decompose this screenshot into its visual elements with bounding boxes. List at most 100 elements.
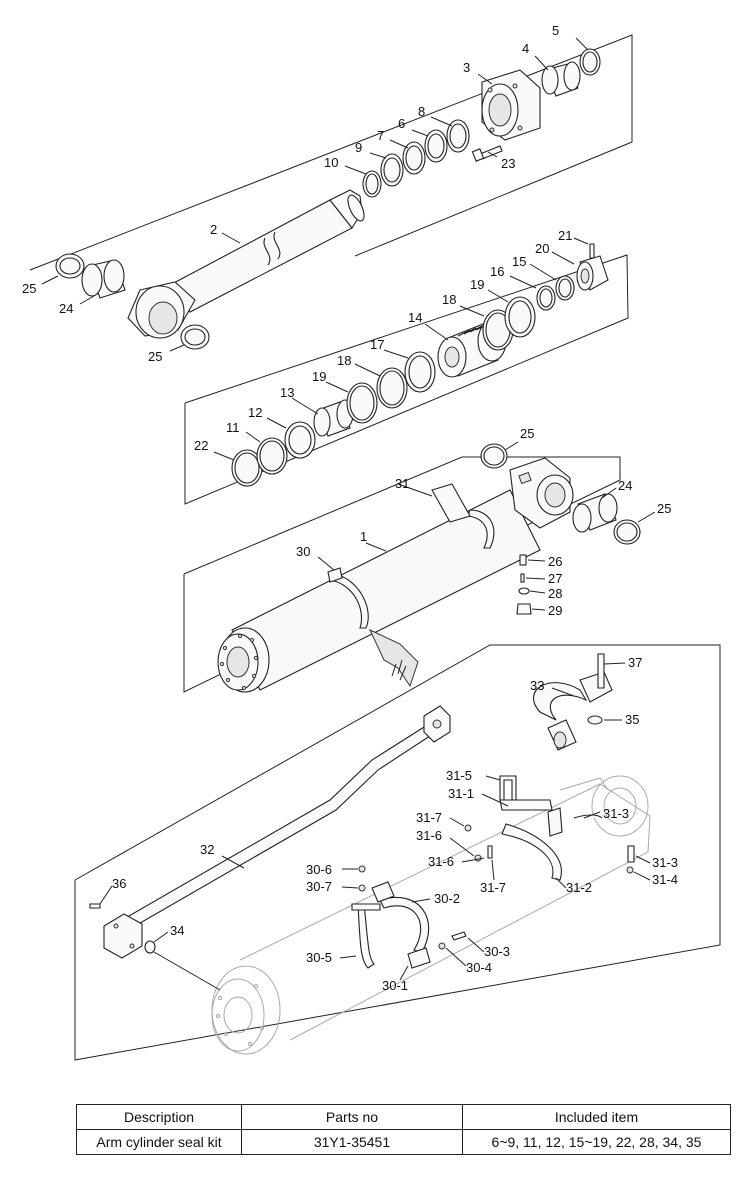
callout-30: 30 [296,544,310,559]
steel-pipe [121,705,451,931]
cell-included-item: 6~9, 11, 12, 15~19, 22, 28, 34, 35 [462,1129,731,1155]
callout-23: 23 [501,156,515,171]
leader-lines [41,37,656,991]
callout-24: 24 [618,478,632,493]
callout-8: 8 [418,104,425,119]
callout-4: 4 [522,41,529,56]
set-screw [589,243,595,259]
callout-7: 7 [377,128,384,143]
callout-31-6: 31-6 [416,828,442,843]
table-header-row: Description Parts no Included item [76,1104,731,1130]
cylinder-tube [217,457,574,693]
rod-assembly-panel [55,48,601,350]
cylinder-outline [211,775,651,1055]
callout-3: 3 [463,60,470,75]
callout-21: 21 [558,228,572,243]
callout-22: 22 [194,438,208,453]
callout-25: 25 [657,501,671,516]
callout-30-3: 30-3 [484,944,510,959]
callout-31-2: 31-2 [566,880,592,895]
tube-eye-bushing [572,493,618,533]
callout-30-5: 30-5 [306,950,332,965]
callout-24: 24 [59,301,73,316]
callout-29: 29 [548,603,562,618]
elbow-o-ring [587,715,603,725]
callout-18: 18 [337,353,351,368]
callout-30-7: 30-7 [306,879,332,894]
flange-bolt [597,653,605,689]
callout-31-6: 31-6 [428,854,454,869]
rod-eye-bushing [81,259,126,299]
callout-labels: 5 4 3 8 6 7 9 10 23 2 25 24 25 21 20 15 … [22,23,678,993]
seal-kit-table: Description Parts no Included item Arm c… [76,1104,731,1155]
header-parts-no: Parts no [241,1104,463,1130]
header-included-item: Included item [462,1104,731,1130]
piston-assembly-panel [231,243,609,487]
callout-35: 35 [625,712,639,727]
callout-25: 25 [148,349,162,364]
piston-nut [576,255,609,291]
callout-33: 33 [530,678,544,693]
callout-31-3: 31-3 [652,855,678,870]
detail-arrow [368,628,419,688]
cylinder-tube-panel [217,443,641,693]
callout-19: 19 [470,277,484,292]
callout-15: 15 [512,254,526,269]
check-valve [519,554,527,566]
piping-panel [89,653,651,1055]
callout-19: 19 [312,369,326,384]
callout-37: 37 [628,655,642,670]
panel-frames [29,34,721,1061]
callout-30-4: 30-4 [466,960,492,975]
callout-31-1: 31-1 [448,786,474,801]
pipe-flange [89,903,143,959]
callout-14: 14 [408,310,422,325]
callout-9: 9 [355,140,362,155]
callout-1: 1 [360,529,367,544]
callout-31-7: 31-7 [416,810,442,825]
rod-cover-bushing [541,61,581,97]
cell-parts-no: 31Y1-35451 [241,1129,463,1155]
header-description: Description [76,1104,242,1130]
callout-18: 18 [442,292,456,307]
callout-30-6: 30-6 [306,862,332,877]
rod-seal-rings [362,119,470,198]
rod-cover-bolt [471,145,503,162]
rod-eye [127,281,196,339]
tube-clamp-lower [351,865,467,969]
callout-30-1: 30-1 [382,978,408,993]
spring [520,573,525,583]
o-ring [518,587,530,595]
callout-5: 5 [552,23,559,38]
pipe-clamp [464,775,635,881]
callout-12: 12 [248,405,262,420]
callout-31: 31 [395,476,409,491]
callout-13: 13 [280,385,294,400]
callout-31-5: 31-5 [446,768,472,783]
callout-31-7: 31-7 [480,880,506,895]
callout-11: 11 [226,420,240,435]
callout-17: 17 [370,337,384,352]
callout-30-2: 30-2 [434,891,460,906]
callout-26: 26 [548,554,562,569]
exploded-parts-diagram: 5 4 3 8 6 7 9 10 23 2 25 24 25 21 20 15 … [22,23,721,1061]
piston-bushing [313,399,354,437]
callout-36: 36 [112,876,126,891]
tube-clamp [467,509,495,549]
callout-31-3: 31-3 [603,806,629,821]
callout-27: 27 [548,571,562,586]
callout-25: 25 [22,281,36,296]
table-row: Arm cylinder seal kit 31Y1-35451 6~9, 11… [76,1129,731,1155]
callout-25: 25 [520,426,534,441]
cell-description: Arm cylinder seal kit [76,1129,242,1155]
callout-20: 20 [535,241,549,256]
callout-16: 16 [490,264,504,279]
callout-10: 10 [324,155,338,170]
rod-cover [481,69,541,141]
callout-32: 32 [200,842,214,857]
piston-rod [169,189,365,313]
callout-31-4: 31-4 [652,872,678,887]
plug [516,603,532,615]
callout-34: 34 [170,923,184,938]
callout-28: 28 [548,586,562,601]
